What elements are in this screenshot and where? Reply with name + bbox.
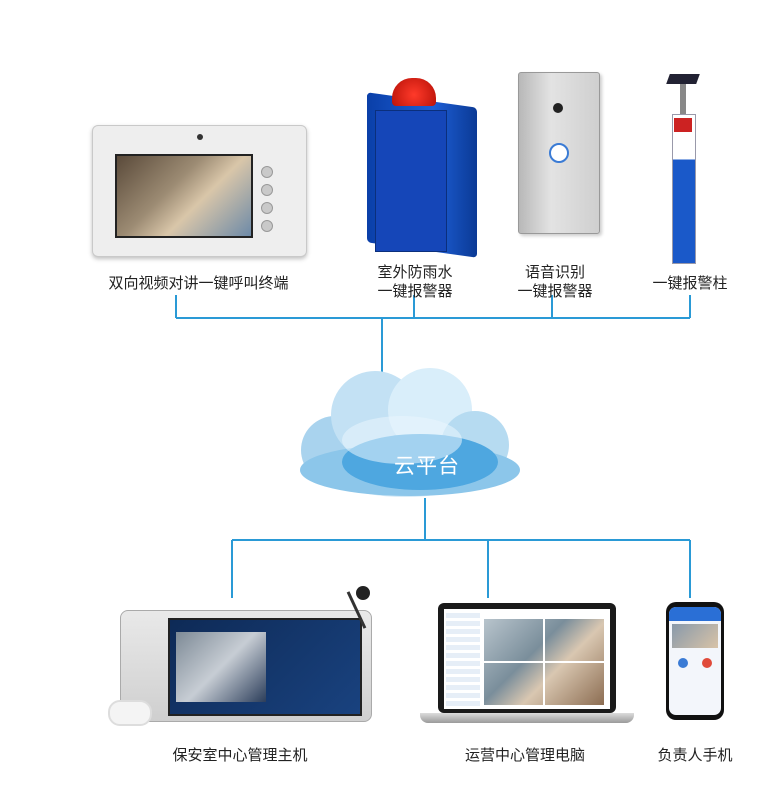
laptop-sidebar	[446, 613, 480, 707]
ops-pc-label: 运营中心管理电脑	[464, 746, 585, 764]
camera-icon	[197, 134, 203, 140]
laptop-base	[420, 713, 634, 723]
camera-grid	[484, 619, 604, 705]
intercom-screen	[115, 154, 253, 238]
video-intercom-terminal	[92, 125, 307, 257]
handset-icon	[108, 700, 152, 726]
pole-body	[672, 114, 696, 264]
security-host-device	[108, 586, 380, 726]
logo-icon	[549, 143, 569, 163]
phone-video-feed	[672, 624, 718, 648]
call-button-icon	[261, 184, 273, 196]
alarm-pole-label: 一键报警柱	[652, 274, 728, 292]
camera-icon	[553, 103, 563, 113]
outdoor-alarm-device	[367, 78, 477, 258]
manager-phone-label: 负责人手机	[657, 746, 733, 764]
bottom-connector	[231, 498, 691, 598]
call-button-icon	[261, 166, 273, 178]
security-host-label: 保安室中心管理主机	[172, 746, 308, 764]
call-button-icon	[261, 220, 273, 232]
video-intercom-label: 双向视频对讲一键呼叫终端	[108, 274, 289, 292]
cloud-icon	[300, 368, 520, 497]
alarm-pole-device	[660, 74, 708, 264]
cloud-platform-label: 云平台	[394, 454, 460, 478]
call-button-icon	[678, 658, 688, 668]
outdoor-alarm-label-line2: 一键报警器	[377, 282, 453, 300]
microphone-head-icon	[356, 586, 370, 600]
warning-light-icon	[392, 78, 436, 106]
outdoor-alarm-label-line1: 室外防雨水	[377, 263, 453, 281]
host-video-feed	[176, 632, 266, 702]
manager-phone-device	[666, 602, 724, 720]
ops-laptop-device	[420, 603, 634, 723]
police-sign-icon	[674, 118, 692, 132]
hangup-button-icon	[702, 658, 712, 668]
solar-panel-icon	[666, 74, 700, 84]
voice-alarm-device	[518, 72, 600, 234]
voice-alarm-label-line1: 语音识别	[524, 263, 585, 281]
alarm-panel	[375, 110, 447, 252]
call-button-icon	[261, 202, 273, 214]
voice-alarm-label-line2: 一键报警器	[517, 282, 593, 300]
phone-header	[669, 607, 721, 621]
